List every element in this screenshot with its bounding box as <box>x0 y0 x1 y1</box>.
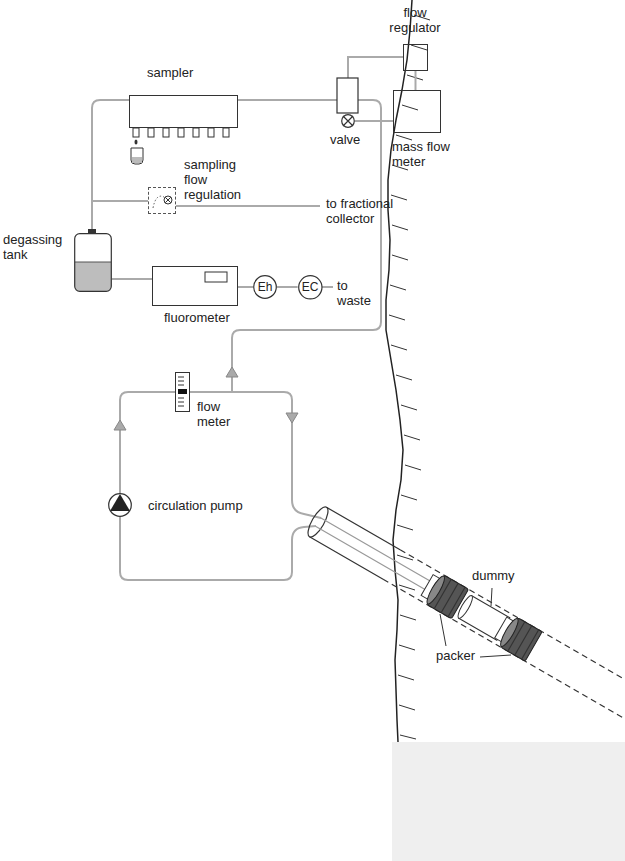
pipe-connector <box>238 286 253 288</box>
packer-face <box>424 574 447 606</box>
hoses <box>316 518 436 593</box>
dummy-face <box>456 594 475 620</box>
instrument-box: sampling flow regulation <box>148 187 176 214</box>
node-outline <box>341 114 355 128</box>
instrument-box: flow meter <box>175 372 190 412</box>
pipes <box>92 57 403 580</box>
drop <box>135 140 138 145</box>
node-outline <box>74 233 112 292</box>
sampler-tube <box>133 128 139 137</box>
regulation-valve-cross <box>165 197 171 203</box>
regulation-valve <box>164 196 172 204</box>
node-label: degassing tank <box>3 232 69 262</box>
sampler-tube <box>193 128 199 137</box>
sampler-tube <box>178 128 184 137</box>
valve-cross <box>343 116 353 126</box>
borehole-wall <box>383 550 625 727</box>
node-label: sampler <box>147 65 227 80</box>
pipe-connector <box>355 120 393 122</box>
instrument-box: fluorometer <box>152 266 238 306</box>
vial-liquid <box>132 157 142 163</box>
instrument-box: mass flow meter <box>393 90 441 133</box>
pipe-connector <box>112 278 152 280</box>
tank-shape: degassing tank <box>74 233 112 292</box>
part-label: to waste <box>337 278 377 308</box>
instrument-circle: valve <box>341 114 355 128</box>
part-label: packer <box>436 648 496 663</box>
pipe-connector <box>277 286 298 288</box>
casing <box>310 507 401 579</box>
flow-meter-float <box>178 389 187 394</box>
tank-outline <box>75 234 112 292</box>
flow-arrow <box>286 413 298 423</box>
packer-face <box>498 617 521 649</box>
instrument-circle: EC <box>298 275 323 300</box>
node-outline <box>108 493 132 517</box>
part-label: dummy <box>472 568 532 583</box>
instrument-box: sampler <box>129 95 238 128</box>
flow-arrow <box>114 420 126 430</box>
circle-outline <box>109 494 132 517</box>
rock-hatching <box>389 15 430 739</box>
rock-face <box>386 0 412 742</box>
regulation-arc <box>153 196 164 208</box>
node-label: fluorometer <box>164 310 254 325</box>
sampler-tube <box>223 128 229 137</box>
node-label: circulation pump <box>148 498 278 513</box>
display <box>205 272 227 282</box>
node-label: flow meter <box>197 399 241 429</box>
circle-outline <box>254 276 277 299</box>
sampler-tubes <box>133 128 229 137</box>
node-label: EC <box>302 279 319 294</box>
sampler-tube <box>163 128 169 137</box>
flow-arrow <box>226 367 238 377</box>
node-label: flow regulator <box>383 5 447 35</box>
water-level <box>75 262 111 263</box>
instrument-circle: circulation pump <box>108 493 132 517</box>
sampler-tube <box>208 128 214 137</box>
circle-outline <box>342 115 355 128</box>
leader-line <box>440 588 511 657</box>
instrument-box: flow regulator <box>403 44 428 71</box>
pipe-connector <box>415 71 417 90</box>
circle-outline <box>298 275 321 298</box>
rock-ground <box>392 742 625 861</box>
sampler-tube <box>148 128 154 137</box>
node-label: Eh <box>258 280 273 295</box>
tank-water <box>75 262 111 291</box>
packer-lower <box>492 613 542 661</box>
instrument-circle: Eh <box>253 275 277 299</box>
node-label: mass flow meter <box>392 139 458 169</box>
part-label: to fractional collector <box>326 196 410 226</box>
sample-vial <box>131 148 143 164</box>
node-label: valve <box>330 132 380 147</box>
node-label: sampling flow regulation <box>184 157 250 202</box>
gas-trap <box>337 78 358 113</box>
